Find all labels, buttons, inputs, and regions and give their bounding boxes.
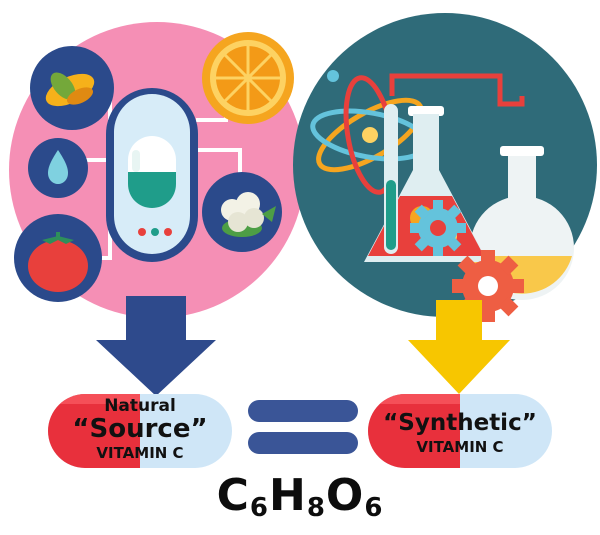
formula-oxygen-count: 6 — [364, 493, 384, 523]
natural-label-line1: Natural — [104, 396, 176, 416]
natural-source-illustration — [9, 22, 305, 318]
lab-pipes — [389, 73, 525, 107]
orange-slice-icon — [202, 32, 294, 124]
natural-source-pill — [48, 394, 232, 468]
equals-sign-icon — [248, 400, 358, 454]
corn-icon — [30, 46, 114, 130]
synthetic-label-line1: “Synthetic” — [383, 410, 537, 436]
test-tube-icon — [384, 104, 398, 254]
natural-label-line2: “Source” — [72, 414, 208, 444]
formula-hydrogen-count: 8 — [306, 493, 326, 523]
synthetic-label-line2: VITAMIN C — [416, 438, 504, 456]
synthetic-lab-illustration — [293, 13, 597, 322]
formula-carbon: C — [216, 470, 250, 521]
chemical-formula: C6H8O6 — [0, 470, 600, 523]
synthetic-pill — [368, 394, 552, 468]
formula-carbon-count: 6 — [249, 493, 269, 523]
cauliflower-icon — [202, 172, 282, 252]
natural-label-line3: VITAMIN C — [96, 444, 184, 462]
capsule-icon — [106, 88, 198, 262]
left-down-arrow — [96, 296, 216, 396]
right-down-arrow — [408, 300, 510, 394]
tomato-icon — [14, 214, 102, 302]
water-drop-icon — [28, 138, 88, 198]
formula-oxygen: O — [325, 470, 365, 521]
formula-hydrogen: H — [268, 470, 307, 521]
